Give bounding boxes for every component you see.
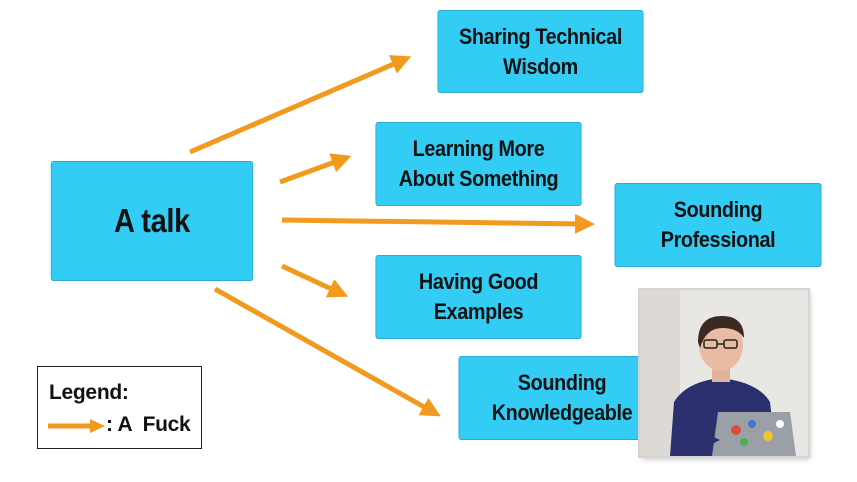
- legend-arrow-icon: [48, 419, 105, 433]
- target-label-line: Examples: [433, 299, 524, 324]
- target-label-line: Wisdom: [503, 53, 578, 79]
- target-label-line: Sounding: [673, 197, 763, 223]
- arrow-to-examples: [280, 263, 349, 298]
- target-label-line: Sounding: [517, 370, 607, 396]
- target-label-line: Having Good: [418, 269, 539, 295]
- speaker-video-inset: [640, 290, 808, 456]
- target-box-knowledgeable: Sounding Knowledgeable: [458, 356, 666, 440]
- arrow-to-learning: [279, 153, 352, 185]
- target-label-line: Learning More: [412, 136, 545, 162]
- target-label-line: Sharing Technical: [459, 23, 622, 49]
- target-label-line: Knowledgeable: [491, 400, 633, 425]
- target-label-line: About Something: [398, 166, 559, 191]
- arrow-to-knowledgeable: [213, 286, 441, 417]
- arrow-to-professional: [281, 213, 595, 234]
- legend-arrow-meaning: : A Fuck: [106, 413, 191, 436]
- target-box-learning: Learning More About Something: [375, 122, 582, 206]
- legend-title: Legend:: [49, 381, 129, 404]
- speaker-image: [640, 290, 808, 456]
- target-box-professional: Sounding Professional: [614, 183, 822, 267]
- source-label: A talk: [114, 201, 190, 239]
- legend: Legend: : A Fuck: [37, 366, 202, 449]
- source-box-a-talk: A talk: [50, 161, 254, 281]
- target-box-examples: Having Good Examples: [375, 255, 582, 339]
- target-label-line: Professional: [660, 227, 776, 252]
- arrow-to-wisdom: [189, 55, 412, 155]
- target-box-wisdom: Sharing Technical Wisdom: [437, 10, 644, 93]
